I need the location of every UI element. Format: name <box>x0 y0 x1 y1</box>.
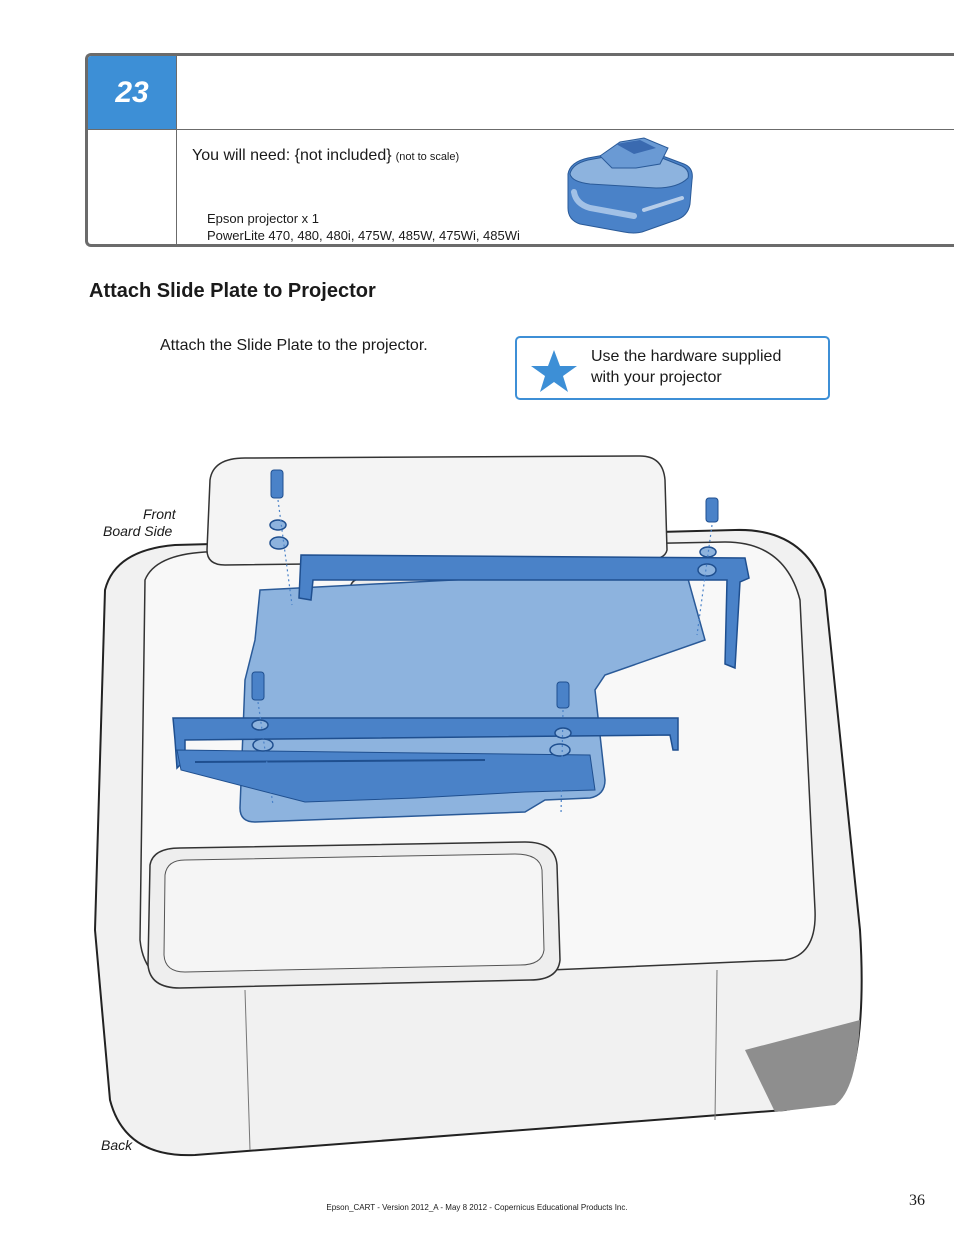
divider <box>176 129 954 130</box>
page-number: 36 <box>909 1192 925 1209</box>
washers <box>251 519 717 757</box>
need-text: You will need: {not included} <box>192 147 392 164</box>
screws <box>251 469 719 709</box>
note-line: with your projector <box>591 369 722 386</box>
guide-lines <box>257 499 713 816</box>
note-line: Use the hardware supplied <box>591 348 782 365</box>
divider <box>176 56 177 244</box>
board-side-label: Board Side <box>103 523 173 539</box>
step-box: 23 You will need: {not included}(not to … <box>85 53 954 247</box>
step-number: 23 <box>88 56 176 130</box>
front-label: Front <box>143 506 176 522</box>
star-icon <box>531 350 577 392</box>
back-label: Back <box>101 1137 133 1153</box>
section-title: Attach Slide Plate to Projector <box>89 280 376 302</box>
bottom-rail <box>172 717 679 770</box>
note-text: Use the hardware supplied with your proj… <box>591 346 781 388</box>
assembly-diagram <box>93 455 863 1157</box>
projector-models: PowerLite 470, 480, 480i, 475W, 485W, 47… <box>207 228 520 243</box>
divider <box>88 129 176 130</box>
instruction-text: Attach the Slide Plate to the projector. <box>160 337 428 354</box>
projector-image <box>567 137 693 234</box>
hardware-note: Use the hardware supplied with your proj… <box>515 336 830 400</box>
projector-quantity: Epson projector x 1 <box>207 211 320 226</box>
need-label: You will need: {not included}(not to sca… <box>192 147 459 165</box>
footer-text: Epson_CART - Version 2012_A - May 8 2012… <box>326 1203 628 1212</box>
need-note: (not to scale) <box>395 151 460 163</box>
